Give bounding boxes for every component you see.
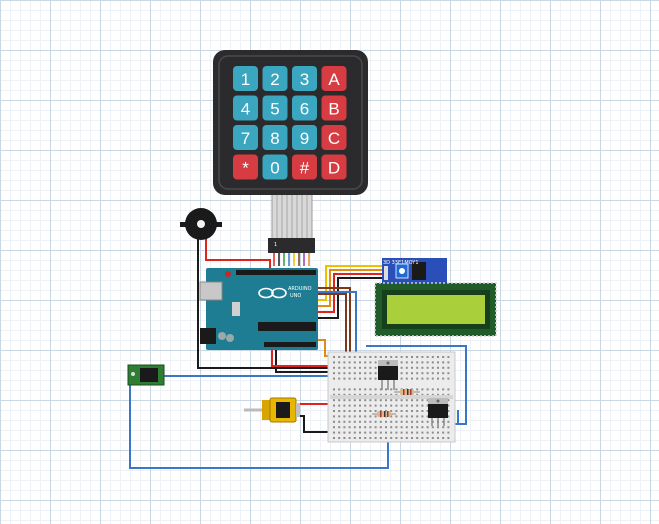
resistor-2[interactable] xyxy=(372,411,396,417)
power-module-pin xyxy=(131,372,135,376)
arduino-model-text: UNO xyxy=(290,293,301,299)
keypad-key-label: 5 xyxy=(270,100,279,119)
keypad-key-label: 6 xyxy=(300,100,309,119)
arduino-logo-text: ARDUINO xyxy=(288,286,312,292)
keypad-key-c[interactable]: C xyxy=(321,125,347,150)
keypad-key-label: * xyxy=(242,159,249,178)
keypad-key-0[interactable]: 0 xyxy=(262,154,288,180)
keypad-key-label: 9 xyxy=(300,129,309,148)
keypad-key-label: 2 xyxy=(270,70,279,89)
keypad-key-8[interactable]: 8 xyxy=(262,125,288,150)
piezo-buzzer[interactable] xyxy=(180,208,222,240)
keypad-key-1[interactable]: 1 xyxy=(233,66,258,91)
dc-power-module[interactable] xyxy=(127,364,165,386)
usb-port xyxy=(199,281,223,301)
dc-power-jack xyxy=(200,328,216,344)
buzzer-black-wire xyxy=(197,236,330,369)
keypad-key-label: 3 xyxy=(300,70,309,89)
keypad-key-3[interactable]: 3 xyxy=(292,66,317,91)
keypad-key-d[interactable]: D xyxy=(321,154,347,180)
i2c-pot-knob xyxy=(399,268,405,274)
capacitor-2 xyxy=(226,334,234,342)
lcd-screen xyxy=(387,295,485,324)
resistor-1[interactable] xyxy=(394,389,420,395)
crystal xyxy=(232,302,240,316)
keypad-key-label: A xyxy=(328,70,340,89)
keypad-key-a[interactable]: A xyxy=(321,66,347,91)
transistor-2[interactable] xyxy=(428,398,448,426)
buzzer-red-wire xyxy=(205,236,271,268)
i2c-pins xyxy=(384,266,388,280)
i2c-black-wire xyxy=(318,277,384,319)
power-jack-socket xyxy=(140,368,158,382)
keypad-key-9[interactable]: 9 xyxy=(292,125,317,150)
arduino-logo: ARDUINO UNO xyxy=(258,286,312,299)
keypad-to-arduino-wires xyxy=(273,252,310,266)
analog-pin-header xyxy=(264,342,316,347)
i2c-chip xyxy=(412,262,426,280)
keypad-key-label: 4 xyxy=(241,100,250,119)
lcd-16x2-display[interactable] xyxy=(374,282,497,337)
buzzer-hole xyxy=(197,220,205,228)
atmega-chip xyxy=(258,322,316,331)
i2c-yellow-wire xyxy=(318,265,384,301)
keypad-connector-label: 1 xyxy=(274,242,277,248)
keypad-key-label: # xyxy=(300,159,310,178)
keypad-key-label: D xyxy=(328,159,340,178)
reset-button xyxy=(225,271,231,277)
keypad-key-7[interactable]: 7 xyxy=(233,125,258,150)
digital-pin-header xyxy=(236,270,316,275)
keypad-bezel xyxy=(218,55,363,190)
keypad-key-6[interactable]: 6 xyxy=(292,95,317,121)
transistor-1[interactable] xyxy=(378,360,398,390)
keypad-key-label: 1 xyxy=(241,70,250,89)
keypad-key-5[interactable]: 5 xyxy=(262,95,288,121)
keypad-key-hash[interactable]: # xyxy=(292,154,317,180)
keypad-key-b[interactable]: B xyxy=(321,95,347,121)
keypad-key-star[interactable]: * xyxy=(233,154,258,180)
keypad-key-label: 7 xyxy=(241,129,250,148)
capacitor-1 xyxy=(218,332,226,340)
keypad-key-4[interactable]: 4 xyxy=(233,95,258,121)
keypad-key-label: B xyxy=(328,100,339,119)
keypad-header-connector: 1 xyxy=(268,238,315,253)
i2c-backpack-module[interactable]: 3D 33E1MOY1 xyxy=(382,258,447,284)
keypad-ribbon-cable xyxy=(271,192,313,240)
arduino-uno-board[interactable]: ARDUINO UNO xyxy=(199,268,318,350)
keypad-key-label: 0 xyxy=(270,159,279,178)
i2c-label: 3D 33E1MOY1 xyxy=(383,260,419,266)
keypad-key-label: 8 xyxy=(270,129,279,148)
keypad-key-label: C xyxy=(328,129,340,148)
keypad-key-2[interactable]: 2 xyxy=(262,66,288,91)
dc-motor[interactable] xyxy=(244,397,300,423)
